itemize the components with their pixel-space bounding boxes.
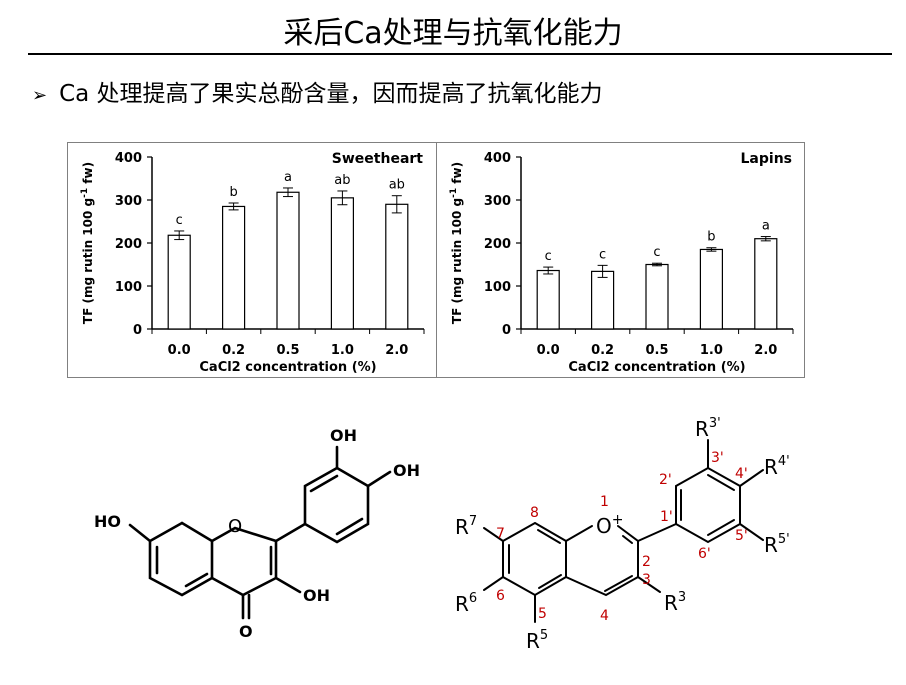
substituent-r3prime: R3': [695, 416, 721, 441]
chart-title: Lapins: [741, 151, 793, 167]
significance-letter: ab: [389, 178, 405, 193]
position-5: 5: [538, 606, 547, 622]
chart-lapins: 0 100 200 300 400 0.0 c 0.2 c 0.5 c 1.0 b 2.0 a LapinsC…: [449, 151, 794, 375]
position-3: 3: [642, 572, 651, 588]
position-numbers: 1 2 3 4 5 6 7 8 1' 2' 3' 4' 5' 6': [496, 450, 748, 624]
y-tick-label: 300: [115, 194, 142, 209]
y-tick-label: 200: [484, 237, 511, 252]
x-tick-label: 0.5: [276, 343, 299, 358]
substituent-r4prime: R4': [764, 454, 790, 479]
significance-letter: a: [284, 170, 292, 185]
ring-oxygen-label: O: [228, 516, 242, 537]
flavonol-structure: [128, 445, 392, 620]
substituent-r5prime: R5': [764, 532, 790, 557]
oh-label: OH: [303, 586, 330, 605]
substituent-r7: R7: [455, 514, 477, 539]
x-tick-label: 1.0: [700, 343, 723, 358]
chart-title: Sweetheart: [332, 151, 424, 167]
x-axis-label: CaCl2 concentration (%): [199, 360, 376, 375]
slide-title: 采后Ca处理与抗氧化能力: [283, 16, 623, 51]
significance-letter: b: [707, 230, 715, 245]
ho-label: HO: [94, 512, 121, 531]
position-6: 6: [496, 588, 505, 604]
position-8: 8: [530, 505, 539, 521]
position-4: 4: [600, 608, 609, 624]
oh-label: OH: [393, 461, 420, 480]
carbonyl-oxygen-label: O: [239, 622, 253, 641]
significance-letter: a: [762, 219, 770, 234]
x-axis-label: CaCl2 concentration (%): [568, 360, 745, 375]
bullet-text: Ca 处理提高了果实总酚含量，因而提高了抗氧化能力: [59, 81, 603, 107]
chart-sweetheart: 0 100 200 300 400 0.0 c 0.2 b 0.5 a 1.0 ab 2.0 ab Sweet…: [80, 151, 425, 375]
y-tick-label: 200: [115, 237, 142, 252]
flavylium-labels: R3' R4' R5' R7 R6 R5 R3 O+: [455, 416, 790, 653]
bullet-arrow-icon: ➢: [32, 85, 48, 106]
x-tick-label: 2.0: [754, 343, 777, 358]
y-tick-label: 400: [484, 151, 511, 166]
y-tick-label: 0: [502, 323, 511, 338]
oh-label: OH: [330, 426, 357, 445]
bullet-line: ➢ Ca 处理提高了果实总酚含量，因而提高了抗氧化能力: [32, 78, 603, 112]
significance-letter: ab: [334, 173, 350, 188]
significance-letter: c: [599, 247, 606, 262]
y-tick-label: 100: [115, 280, 142, 295]
position-5prime: 5': [735, 528, 748, 544]
x-tick-label: 0.2: [591, 343, 614, 358]
x-tick-label: 2.0: [385, 343, 408, 358]
position-3prime: 3': [711, 450, 724, 466]
significance-letter: b: [229, 185, 237, 200]
x-tick-label: 1.0: [331, 343, 354, 358]
position-6prime: 6': [698, 546, 711, 562]
position-7: 7: [496, 526, 505, 542]
substituent-r3: R3: [664, 590, 686, 615]
chart-panel-sweetheart: 0 100 200 300 400 0.0 c 0.2 b 0.5 a 1.0 ab 2.0 ab Sweet…: [67, 142, 437, 378]
y-axis-label: TF (mg rutin 100 g-1 fw): [449, 162, 464, 324]
y-tick-label: 100: [484, 280, 511, 295]
y-axis-label: TF (mg rutin 100 g-1 fw): [80, 162, 95, 324]
position-2: 2: [642, 554, 651, 570]
position-1: 1: [600, 494, 609, 510]
substituent-r6: R6: [455, 591, 477, 616]
x-tick-label: 0.2: [222, 343, 245, 358]
substituent-r5: R5: [526, 628, 548, 653]
title-underline: [28, 53, 892, 55]
significance-letter: c: [653, 245, 660, 260]
significance-letter: c: [176, 213, 183, 228]
flavylium-structure: [483, 439, 764, 623]
x-tick-label: 0.0: [537, 343, 560, 358]
flavonol-labels: OH OH HO O OH O: [94, 426, 420, 641]
x-tick-label: 0.0: [168, 343, 191, 358]
x-tick-label: 0.5: [645, 343, 668, 358]
y-tick-label: 0: [133, 323, 142, 338]
oxonium-oxygen: O+: [596, 512, 623, 538]
position-1prime: 1': [660, 509, 673, 525]
position-4prime: 4': [735, 466, 748, 482]
y-tick-label: 300: [484, 194, 511, 209]
significance-letter: c: [545, 249, 552, 264]
position-2prime: 2': [659, 472, 672, 488]
y-tick-label: 400: [115, 151, 142, 166]
